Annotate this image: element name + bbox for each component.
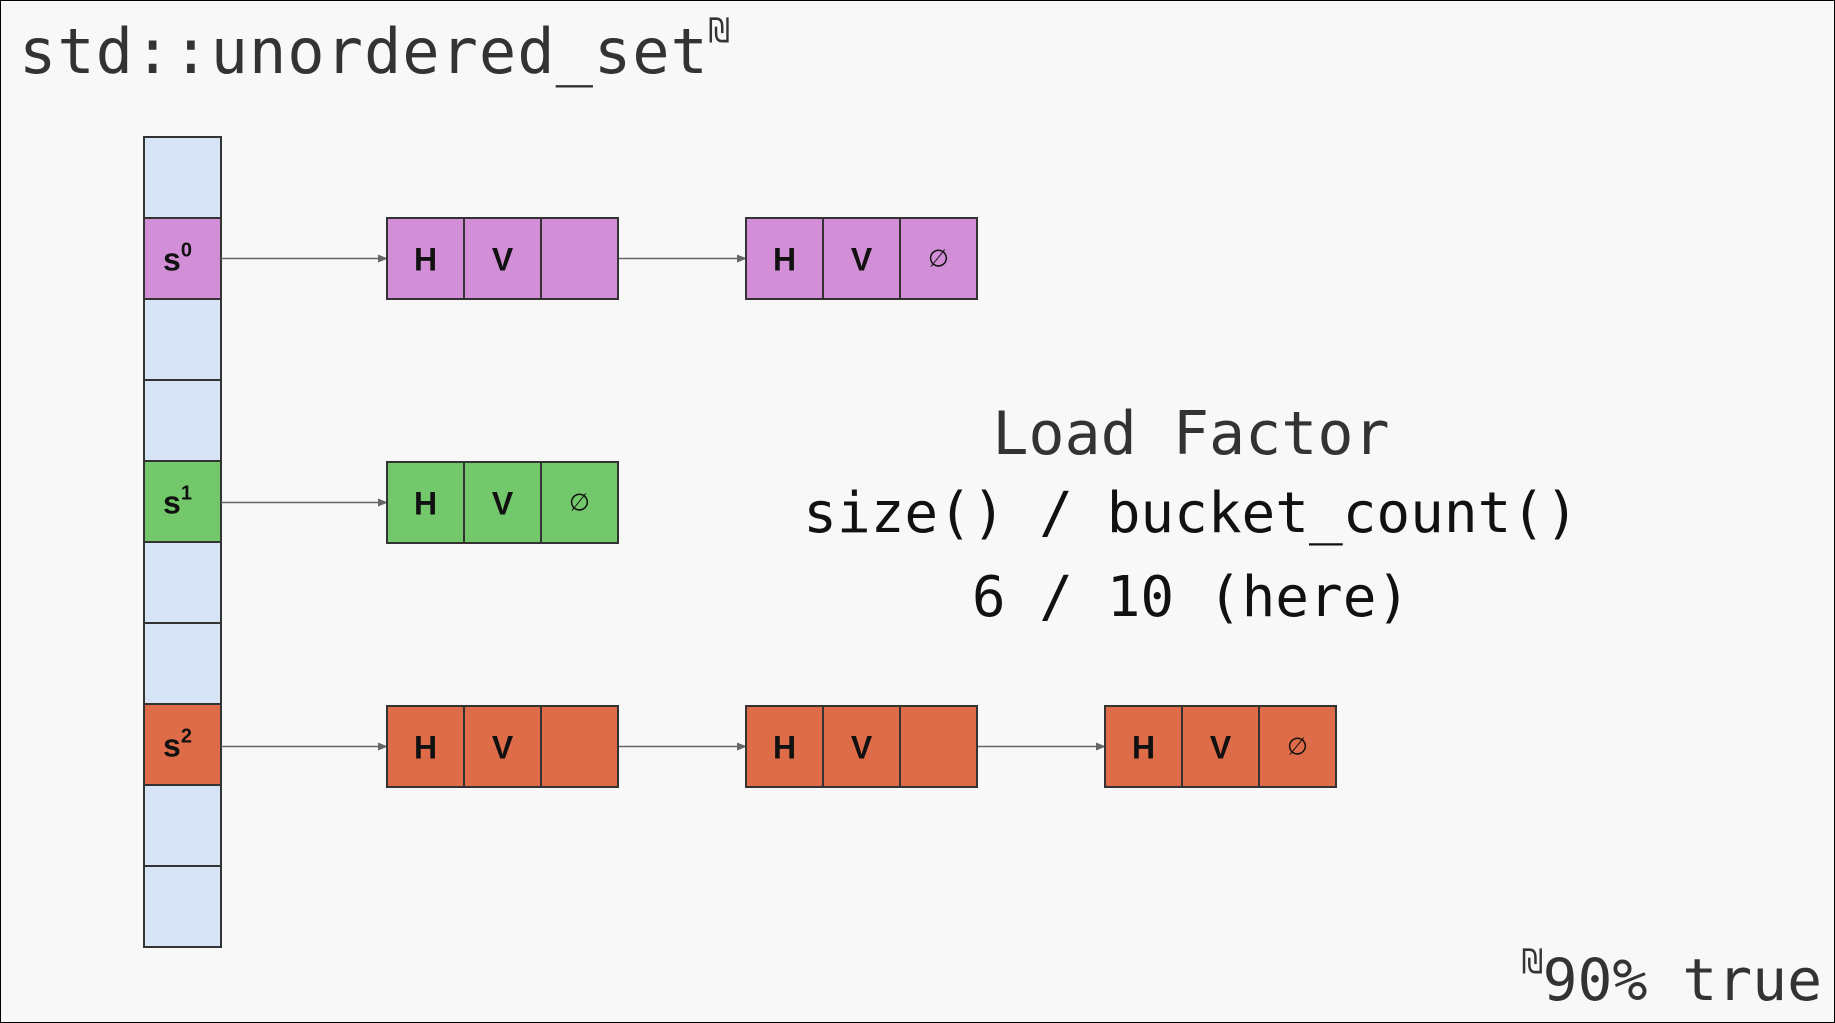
node-next-cell: [540, 705, 619, 788]
bucket-label-sup: 1: [181, 483, 192, 505]
hash-label: H: [414, 730, 437, 766]
title-text: std::unordered_set: [19, 15, 709, 88]
bucket-empty: [143, 784, 222, 867]
value-label: V: [492, 486, 514, 522]
load-factor-formula: size() / bucket_count(): [803, 481, 1579, 546]
title-footnote-mark: ₪: [708, 11, 731, 51]
chain-2-node-2: H V ∅: [1104, 705, 1337, 788]
node-value-cell: [463, 705, 542, 788]
bucket-empty: [143, 865, 222, 948]
value-label: V: [1210, 730, 1232, 766]
load-factor-label: Load Factor: [992, 399, 1390, 469]
bucket-empty: [143, 379, 222, 462]
bucket-empty: [143, 541, 222, 624]
bucket-empty: [143, 136, 222, 219]
slide-title: std::unordered_set₪: [19, 11, 730, 88]
node-next-cell: [1258, 705, 1337, 788]
node-hash-cell: [386, 217, 465, 300]
value-label: V: [492, 730, 514, 766]
bucket-empty: [143, 622, 222, 705]
hash-label: H: [773, 730, 796, 766]
bucket-empty: [143, 298, 222, 381]
null-pointer-symbol: ∅: [928, 246, 949, 273]
footnote-mark: ₪: [1522, 942, 1543, 982]
node-next-cell: [899, 217, 978, 300]
value-label: V: [492, 242, 514, 278]
node-next-cell: [899, 705, 978, 788]
bucket-s1: [143, 460, 222, 543]
bucket-label: s1: [163, 483, 192, 521]
bucket-label: s2: [163, 726, 192, 764]
chain-1-node-0: H V ∅: [386, 461, 619, 544]
hash-label: H: [414, 242, 437, 278]
bucket-label-sup: 2: [181, 726, 192, 748]
bucket-label-sup: 0: [181, 240, 192, 262]
node-hash-cell: [386, 705, 465, 788]
bucket-label: s0: [163, 240, 192, 278]
bucket-label-base: s: [163, 485, 181, 521]
node-next-cell: [540, 461, 619, 544]
node-hash-cell: [745, 705, 824, 788]
chain-0-node-1: H V ∅: [745, 217, 978, 300]
node-hash-cell: [386, 461, 465, 544]
bucket-label-base: s: [163, 728, 181, 764]
node-next-cell: [540, 217, 619, 300]
bucket-label-base: s: [163, 242, 181, 278]
footnote: ₪90% true: [1522, 942, 1822, 1014]
load-factor-example: 6 / 10 (here): [971, 565, 1411, 630]
value-label: V: [851, 730, 873, 766]
node-hash-cell: [745, 217, 824, 300]
null-pointer-symbol: ∅: [569, 490, 590, 517]
hash-label: H: [414, 486, 437, 522]
bucket-s2: [143, 703, 222, 786]
node-value-cell: [822, 217, 901, 300]
hash-label: H: [773, 242, 796, 278]
value-label: V: [851, 242, 873, 278]
null-pointer-symbol: ∅: [1287, 734, 1308, 761]
footnote-text: 90% true: [1542, 946, 1822, 1014]
node-value-cell: [463, 217, 542, 300]
node-value-cell: [463, 461, 542, 544]
hash-label: H: [1132, 730, 1155, 766]
node-value-cell: [822, 705, 901, 788]
